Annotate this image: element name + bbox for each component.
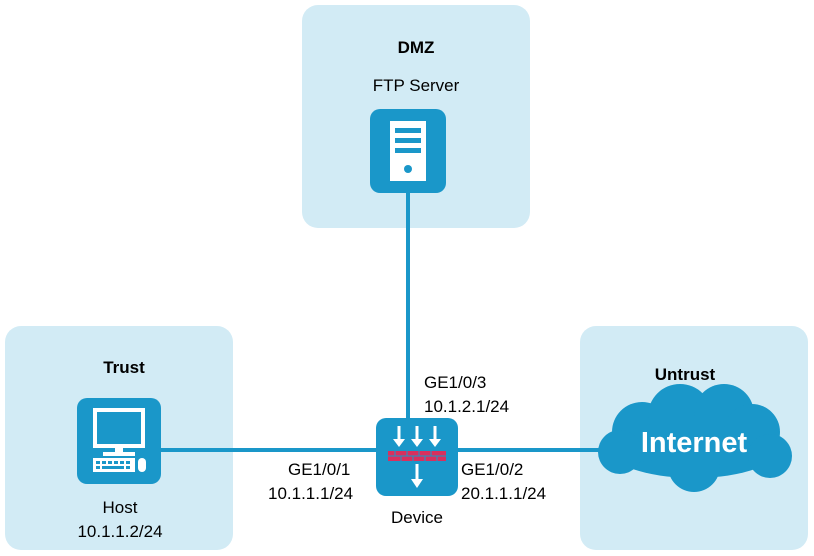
pc-icon — [77, 398, 161, 484]
link-device-internet — [455, 448, 605, 452]
ge3-name: GE1/0/3 — [424, 373, 487, 392]
zone-untrust-label: Untrust — [654, 365, 716, 384]
internet-label: Internet — [640, 427, 748, 459]
ge2-ip: 20.1.1.1/24 — [461, 484, 547, 503]
ftp-server-label: FTP Server — [372, 76, 460, 95]
host-ip: 10.1.1.2/24 — [77, 522, 163, 541]
device-label: Device — [391, 508, 443, 527]
ge1-ip: 10.1.1.1/24 — [268, 484, 354, 503]
host-label: Host — [102, 498, 138, 517]
zone-dmz-label: DMZ — [397, 38, 435, 57]
ge3-ip: 10.1.2.1/24 — [424, 397, 510, 416]
link-dmz-device — [406, 193, 410, 425]
server-icon — [370, 109, 446, 193]
ge2-name: GE1/0/2 — [461, 460, 524, 479]
firewall-icon — [376, 418, 458, 496]
zone-trust-label: Trust — [103, 358, 145, 377]
ge1-name: GE1/0/1 — [288, 460, 351, 479]
link-host-device — [160, 448, 378, 452]
